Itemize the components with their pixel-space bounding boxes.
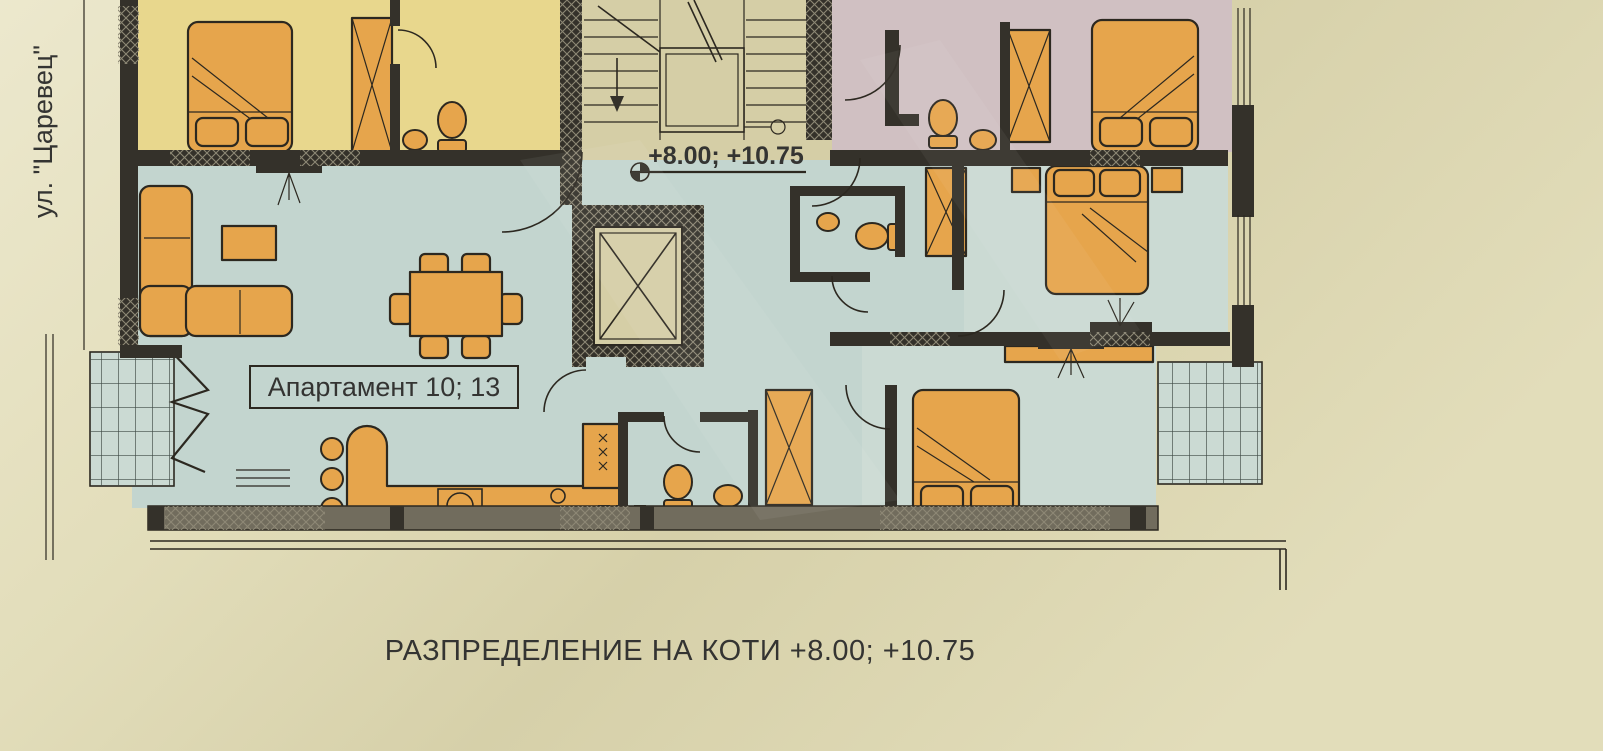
- apartment-label: Апартамент 10; 13: [268, 372, 501, 402]
- elevator-door-gap: [586, 357, 626, 369]
- staircase: [584, 0, 806, 140]
- balcony-zigzag-opening: [167, 347, 210, 474]
- outer-wall-left: [120, 0, 138, 352]
- double-bed-pink-room: [1090, 18, 1200, 154]
- sink: [816, 212, 840, 232]
- dining-table-set: [388, 252, 524, 360]
- caption: РАЗПРЕДЕЛЕНИЕ НА КОТИ +8.00; +10.75: [385, 635, 976, 667]
- left-balcony: [89, 347, 290, 487]
- kitchen-counter: [345, 422, 625, 530]
- desk-midright-room: [1090, 298, 1152, 332]
- stove-burner: [550, 488, 566, 504]
- stair-landing: [659, 47, 745, 133]
- toilet: [437, 101, 467, 139]
- nightstand: [1010, 166, 1042, 194]
- elevator-shaft: [572, 205, 704, 369]
- elevator-cross: [599, 232, 677, 340]
- street-label: ул. "Царевец": [28, 45, 58, 218]
- double-bed-midright-room: [1010, 164, 1184, 296]
- sink: [713, 484, 743, 508]
- sink: [402, 129, 428, 151]
- balcony-steps: [236, 469, 290, 487]
- plan-boundary-lines: [150, 540, 1287, 590]
- wardrobe-pink-room: [1006, 28, 1052, 144]
- coffee-table: [220, 224, 278, 262]
- corner-sofa: [138, 184, 294, 338]
- level-label: +8.00; +10.75: [648, 142, 804, 170]
- apartment-label-box: Апартамент 10; 13: [249, 365, 519, 409]
- wall-pink-bottom: [830, 150, 1228, 166]
- toilet: [663, 464, 693, 500]
- right-terrace: [1157, 361, 1263, 485]
- nightstand: [1150, 166, 1184, 194]
- double-bed-yellow-room: [186, 20, 294, 154]
- door-swings: [397, 29, 1005, 453]
- sheet-edge-lines: [45, 0, 85, 560]
- wardrobe-corridor-bottom: [764, 388, 814, 507]
- dining-table: [408, 270, 504, 338]
- kitchen-cabinet-marks: [598, 433, 608, 471]
- photo-glare: [520, 40, 1140, 520]
- outer-wall-right: [1232, 8, 1254, 367]
- level-mark: +8.00; +10.75: [630, 142, 806, 182]
- walls: [118, 0, 1254, 531]
- wardrobe-yellow-room: [350, 16, 394, 154]
- outer-wall-bottom: [147, 505, 1159, 531]
- toilet: [855, 222, 889, 250]
- double-bed-bottomright-room: [911, 388, 1021, 520]
- bathroom-pink-fixtures: [928, 99, 997, 151]
- stair-break-line: [597, 0, 723, 63]
- tv-stand: [256, 166, 322, 206]
